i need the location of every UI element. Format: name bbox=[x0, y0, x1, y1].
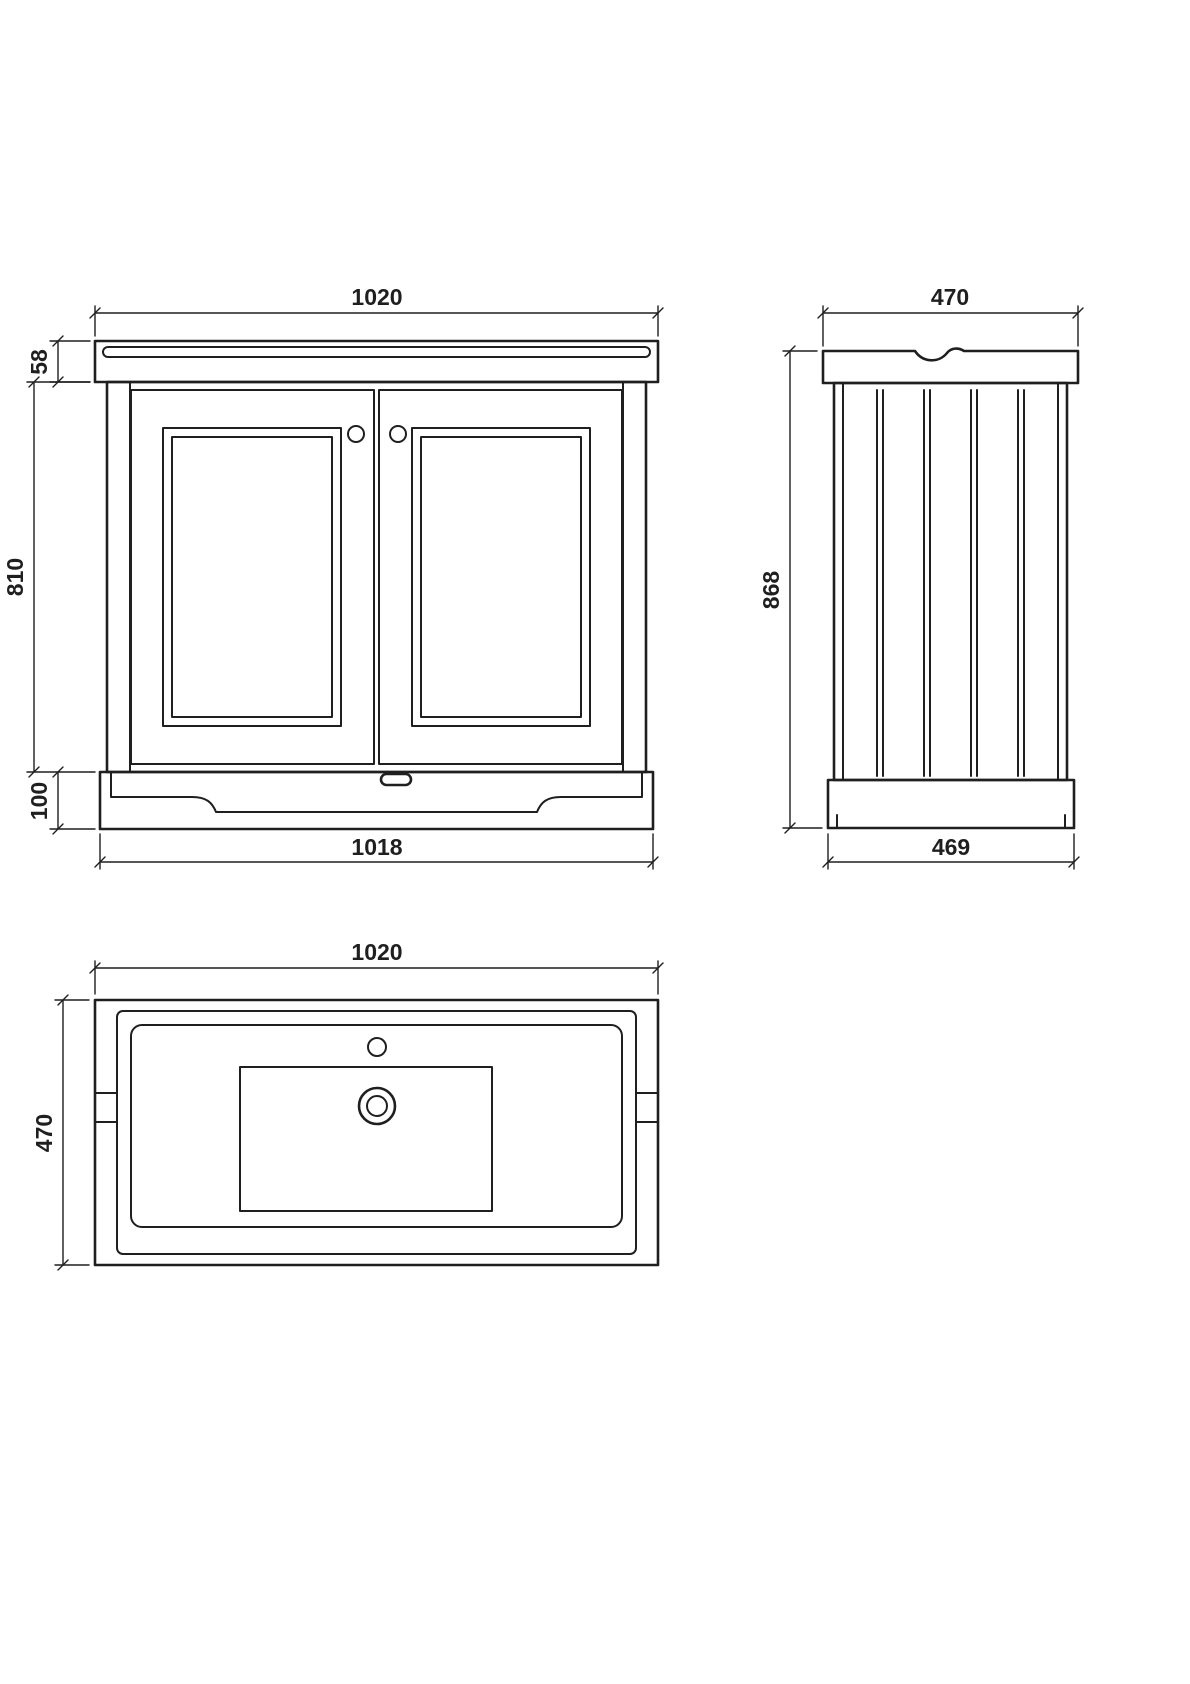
front-view bbox=[93, 339, 660, 831]
dim-label-side-top-depth: 470 bbox=[931, 284, 969, 310]
side-cabinet-body bbox=[832, 381, 1069, 782]
dim-front-body-height: 810 bbox=[2, 376, 96, 778]
dim-label-front-counter-height: 58 bbox=[26, 349, 52, 375]
front-plinth-catch bbox=[379, 772, 413, 787]
dim-front-bottom-width: 1018 bbox=[94, 833, 659, 870]
front-left-door-panel-outer bbox=[162, 427, 342, 727]
dim-front-plinth-height: 100 bbox=[26, 766, 96, 835]
dim-label-side-height: 868 bbox=[758, 571, 784, 610]
plan-outer-edge bbox=[93, 998, 660, 1267]
dim-side-bottom-depth: 469 bbox=[822, 833, 1080, 870]
dim-side-height: 868 bbox=[758, 345, 823, 834]
top-view bbox=[93, 998, 660, 1267]
overflow-hole bbox=[367, 1037, 387, 1057]
front-right-door-panel-inner bbox=[420, 436, 582, 718]
tap-hole-inner bbox=[366, 1095, 388, 1117]
dim-side-top-depth: 470 bbox=[817, 284, 1084, 347]
front-right-door-panel-outer bbox=[411, 427, 591, 727]
front-cabinet-stiles bbox=[129, 381, 624, 773]
side-edge-stiles bbox=[842, 382, 1059, 781]
front-plinth bbox=[98, 770, 655, 831]
dim-label-plan-depth: 470 bbox=[31, 1114, 57, 1152]
dim-label-front-top-width: 1020 bbox=[351, 284, 402, 310]
front-left-door-panel-inner bbox=[171, 436, 333, 718]
side-view bbox=[821, 347, 1080, 830]
side-countertop bbox=[821, 347, 1080, 385]
plan-side-clips bbox=[94, 1092, 659, 1123]
plan-basin-bowl bbox=[130, 1024, 623, 1228]
front-right-door-knob bbox=[389, 425, 407, 443]
tap-hole-outer bbox=[357, 1086, 397, 1126]
dim-front-top-width: 1020 bbox=[89, 284, 664, 337]
dim-label-front-bottom-width: 1018 bbox=[351, 834, 402, 860]
dim-plan-width: 1020 bbox=[89, 939, 664, 995]
front-cabinet-body bbox=[105, 380, 648, 774]
front-left-door bbox=[130, 389, 375, 765]
dim-label-front-body-height: 810 bbox=[2, 558, 28, 596]
plan-inner-edge bbox=[116, 1010, 637, 1255]
front-plinth-apron bbox=[110, 771, 643, 813]
dim-front-counter-height: 58 bbox=[26, 335, 91, 388]
dim-label-side-bottom-depth: 469 bbox=[932, 834, 970, 860]
side-plinth bbox=[826, 778, 1076, 830]
front-right-door bbox=[378, 389, 623, 765]
front-left-door-knob bbox=[347, 425, 365, 443]
side-plinth-notches bbox=[836, 814, 1066, 829]
dim-label-front-plinth-height: 100 bbox=[26, 782, 52, 820]
dim-label-plan-width: 1020 bbox=[351, 939, 402, 965]
dim-plan-depth: 470 bbox=[31, 994, 90, 1271]
front-countertop-bullnose bbox=[102, 346, 651, 358]
plan-basin-base bbox=[239, 1066, 493, 1212]
side-tongue-groove-slats bbox=[876, 389, 1025, 777]
dimension-annotations: 1020 58 810 100 1018 bbox=[2, 284, 1084, 1271]
